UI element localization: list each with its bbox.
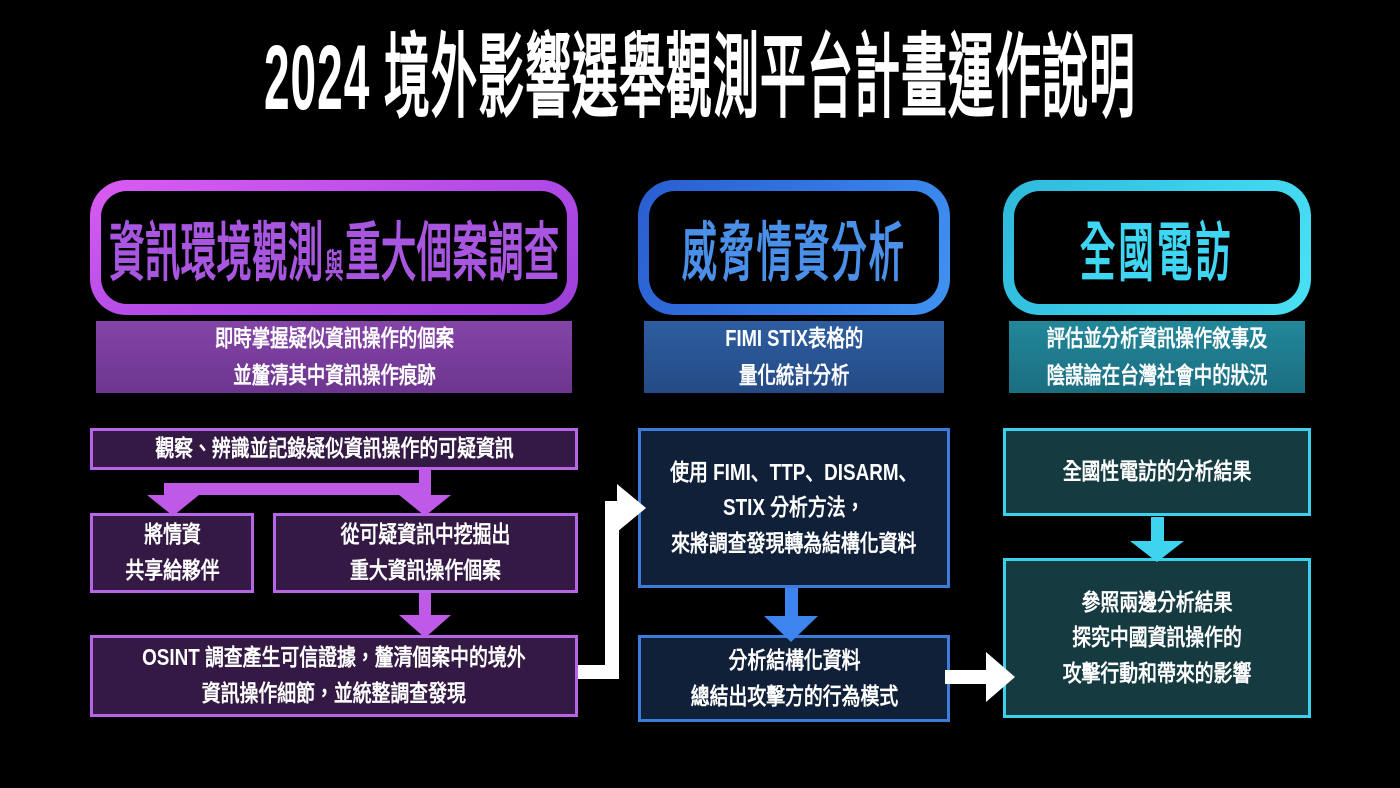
column-header-observation-inner: 資訊環境觀測 與 重大個案調查 bbox=[101, 191, 567, 304]
box-text: 全國性電訪的分析結果 bbox=[1062, 458, 1252, 485]
box-observe-record-suspicious-info: 觀察、辨識並記錄疑似資訊操作的可疑資訊 bbox=[90, 428, 578, 470]
arrow-down-icon bbox=[1130, 517, 1184, 562]
box-stix-analysis-methods: 使用 FIMI、TTP、DISARM、 STIX 分析方法， 來將調查發現轉為結… bbox=[638, 428, 950, 588]
column-header-threat-analysis-inner: 威脅情資分析 bbox=[649, 191, 939, 304]
column-national-phone-survey: 全國電訪 評估並分析資訊操作敘事及 陰謀論在台灣社會中的狀況 bbox=[1003, 180, 1311, 393]
box-analyze-structured-data: 分析結構化資料 總結出攻擊方的行為模式 bbox=[638, 635, 950, 722]
column-header-threat-analysis-title: 威脅情資分析 bbox=[681, 216, 907, 289]
box-text: 觀察、辨識並記錄疑似資訊操作的可疑資訊 bbox=[154, 435, 514, 462]
column-subheader-observation-text: 即時掌握疑似資訊操作的個案 並釐清其中資訊操作痕跡 bbox=[214, 325, 454, 388]
header-connector-text: 與 bbox=[324, 247, 344, 286]
box-text: 使用 FIMI、TTP、DISARM、 STIX 分析方法， 來將調查發現轉為結… bbox=[670, 458, 918, 556]
arrow-split-down-icon bbox=[147, 468, 451, 516]
column-header-observation-title: 資訊環境觀測 與 重大個案調查 bbox=[109, 202, 559, 294]
box-cross-reference-analysis: 參照兩邊分析結果 探究中國資訊操作的 攻擊行動和帶來的影響 bbox=[1003, 558, 1311, 718]
column-threat-intelligence-analysis: 威脅情資分析 FIMI STIX表格的 量化統計分析 bbox=[638, 180, 950, 393]
column-information-environment-observation: 資訊環境觀測 與 重大個案調查 即時掌握疑似資訊操作的個案 並釐清其中資訊操作痕… bbox=[90, 180, 578, 393]
box-text: 分析結構化資料 總結出攻擊方的行為模式 bbox=[690, 646, 898, 709]
column-header-national-survey-title: 全國電訪 bbox=[1080, 216, 1234, 289]
header-secondary-text: 重大個案調查 bbox=[344, 216, 560, 289]
box-text: 將情資 共享給夥伴 bbox=[124, 521, 220, 583]
column-header-observation: 資訊環境觀測 與 重大個案調查 bbox=[90, 180, 578, 315]
column-header-threat-analysis: 威脅情資分析 bbox=[638, 180, 950, 315]
page-title: 2024 境外影響選舉觀測平台計畫運作說明 bbox=[263, 26, 1137, 129]
box-dig-major-operation-cases: 從可疑資訊中挖掘出 重大資訊操作個案 bbox=[273, 513, 578, 593]
column-subheader-national-survey-text: 評估並分析資訊操作敘事及 陰謀論在台灣社會中的狀況 bbox=[1046, 325, 1268, 388]
column-header-national-survey-inner: 全國電訪 bbox=[1014, 191, 1300, 304]
arrow-down-icon bbox=[764, 588, 818, 642]
column-header-national-survey: 全國電訪 bbox=[1003, 180, 1311, 315]
box-text: 參照兩邊分析結果 探究中國資訊操作的 攻擊行動和帶來的影響 bbox=[1062, 588, 1252, 686]
box-share-intel-with-partners: 將情資 共享給夥伴 bbox=[90, 513, 254, 593]
arrow-down-icon bbox=[399, 593, 451, 638]
column-subheader-threat-analysis: FIMI STIX表格的 量化統計分析 bbox=[644, 321, 944, 393]
box-osint-investigation: OSINT 調查產生可信證據，釐清個案中的境外 資訊操作細節，並統整調查發現 bbox=[90, 635, 578, 717]
box-text: 從可疑資訊中挖掘出 重大資訊操作個案 bbox=[340, 521, 511, 583]
box-national-survey-results: 全國性電訪的分析結果 bbox=[1003, 428, 1311, 516]
column-subheader-national-survey: 評估並分析資訊操作敘事及 陰謀論在台灣社會中的狀況 bbox=[1009, 321, 1305, 393]
header-main-text: 資訊環境觀測 bbox=[108, 216, 324, 289]
column-subheader-threat-analysis-text: FIMI STIX表格的 量化統計分析 bbox=[725, 325, 863, 388]
arrow-elbow-right-icon bbox=[578, 484, 646, 679]
column-subheader-observation: 即時掌握疑似資訊操作的個案 並釐清其中資訊操作痕跡 bbox=[96, 321, 572, 393]
box-text: OSINT 調查產生可信證據，釐清個案中的境外 資訊操作細節，並統整調查發現 bbox=[142, 644, 526, 706]
